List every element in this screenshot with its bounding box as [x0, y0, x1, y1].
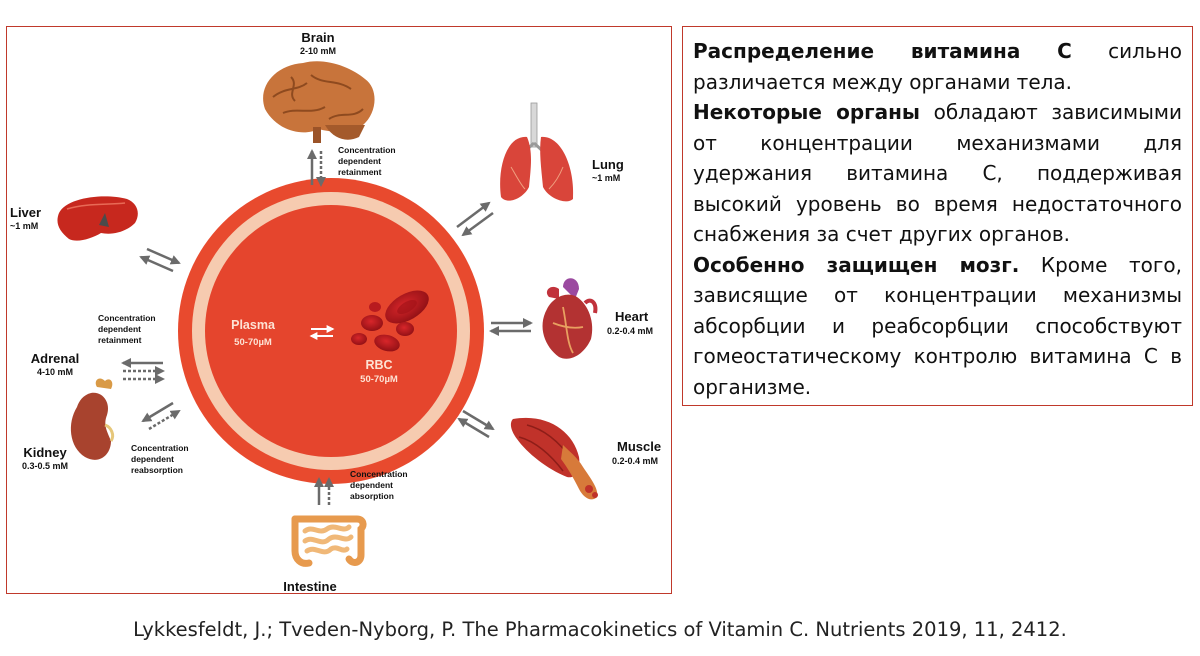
- svg-text:dependent: dependent: [131, 454, 174, 464]
- muscle-label: Muscle: [617, 439, 661, 454]
- central-circle: [178, 178, 484, 484]
- svg-text:retainment: retainment: [98, 335, 142, 345]
- paragraph-3-text: Кроме того, зависящие от концентрации ме…: [693, 252, 1182, 399]
- liver-icon: [57, 196, 138, 241]
- rbc-conc: 50-70µM: [360, 374, 398, 385]
- intestine-exchange-arrows: [314, 477, 334, 505]
- svg-text:dependent: dependent: [98, 324, 141, 334]
- adrenal-conc: 4-10 mM: [37, 367, 73, 377]
- muscle-conc: 0.2-0.4 mM: [612, 456, 658, 466]
- svg-text:absorption: absorption: [350, 491, 394, 501]
- description-textbox: Распределение витамина С сильно различае…: [682, 26, 1193, 406]
- svg-text:Concentration: Concentration: [338, 145, 396, 155]
- paragraph-2-bold: Некоторые органы: [693, 100, 921, 124]
- brain-exchange-arrows: [307, 149, 326, 187]
- heart-icon: [542, 278, 598, 359]
- svg-text:Concentration: Concentration: [98, 313, 156, 323]
- paragraph-2: Некоторые органы обладают зависимыми от …: [693, 97, 1182, 250]
- svg-text:reabsorption: reabsorption: [131, 465, 183, 475]
- rbc-label: RBC: [365, 358, 392, 372]
- lung-conc: ~1 mM: [592, 173, 620, 183]
- svg-text:retainment: retainment: [338, 167, 382, 177]
- kidney-annotation: Concentration dependent reabsorption: [131, 443, 189, 475]
- brain-conc: 2-10 mM: [300, 46, 336, 56]
- intestine-icon: [291, 515, 367, 567]
- kidney-exchange-arrows: [141, 401, 181, 431]
- heart-exchange-arrows: [489, 318, 533, 336]
- lung-label: Lung: [592, 157, 624, 172]
- svg-text:Concentration: Concentration: [131, 443, 189, 453]
- paragraph-1-text: сильно различается между органами тела.: [693, 39, 1183, 94]
- liver-exchange-arrows: [139, 247, 181, 273]
- paragraph-3: Особенно защищен мозг. Кроме того, завис…: [693, 250, 1182, 403]
- brain-annotation: Concentration dependent retainment: [338, 145, 396, 177]
- lung-exchange-arrows: [456, 201, 494, 237]
- heart-label: Heart: [615, 309, 649, 324]
- citation: Lykkesfeldt, J.; Tveden-Nyborg, P. The P…: [133, 618, 1067, 641]
- kidney-icon: [70, 378, 115, 460]
- brain-icon: [263, 61, 375, 143]
- adrenal-label: Adrenal: [31, 351, 79, 366]
- muscle-exchange-arrows: [457, 409, 495, 439]
- paragraph-3-bold: Особенно защищен мозг.: [693, 252, 1020, 277]
- svg-text:dependent: dependent: [350, 480, 393, 490]
- svg-text:dependent: dependent: [338, 156, 381, 166]
- liver-conc: ~1 mM: [10, 221, 38, 231]
- muscle-icon: [510, 417, 598, 500]
- intestine-label: Intestine: [283, 579, 336, 594]
- kidney-conc: 0.3-0.5 mM: [22, 461, 68, 471]
- rbc-cluster-icon: [351, 290, 429, 352]
- paragraph-2-text: обладают зависимыми от концентрации меха…: [693, 100, 1182, 246]
- adrenal-exchange-arrows: [121, 358, 165, 384]
- kidney-label: Kidney: [23, 445, 67, 460]
- intestine-annotation: Concentration dependent absorption: [350, 469, 408, 501]
- plasma-rbc-exchange-arrows: [309, 325, 335, 340]
- plasma-conc: 50-70µM: [234, 337, 272, 348]
- plasma-label: Plasma: [231, 318, 276, 332]
- brain-label: Brain: [301, 30, 334, 45]
- paragraph-1-bold: Распределение витамина С: [693, 39, 1072, 63]
- vitamin-c-distribution-diagram: Plasma 50-70µM RBC 50-70µM Brain 2-10 mM…: [10, 30, 661, 594]
- lung-icon: [500, 102, 574, 202]
- svg-text:Concentration: Concentration: [350, 469, 408, 479]
- liver-label: Liver: [10, 205, 41, 220]
- heart-conc: 0.2-0.4 mM: [607, 326, 653, 336]
- adrenal-annotation: Concentration dependent retainment: [98, 313, 156, 345]
- paragraph-1: Распределение витамина С сильно различае…: [693, 36, 1182, 97]
- figure-panel: Plasma 50-70µM RBC 50-70µM Brain 2-10 mM…: [6, 26, 672, 594]
